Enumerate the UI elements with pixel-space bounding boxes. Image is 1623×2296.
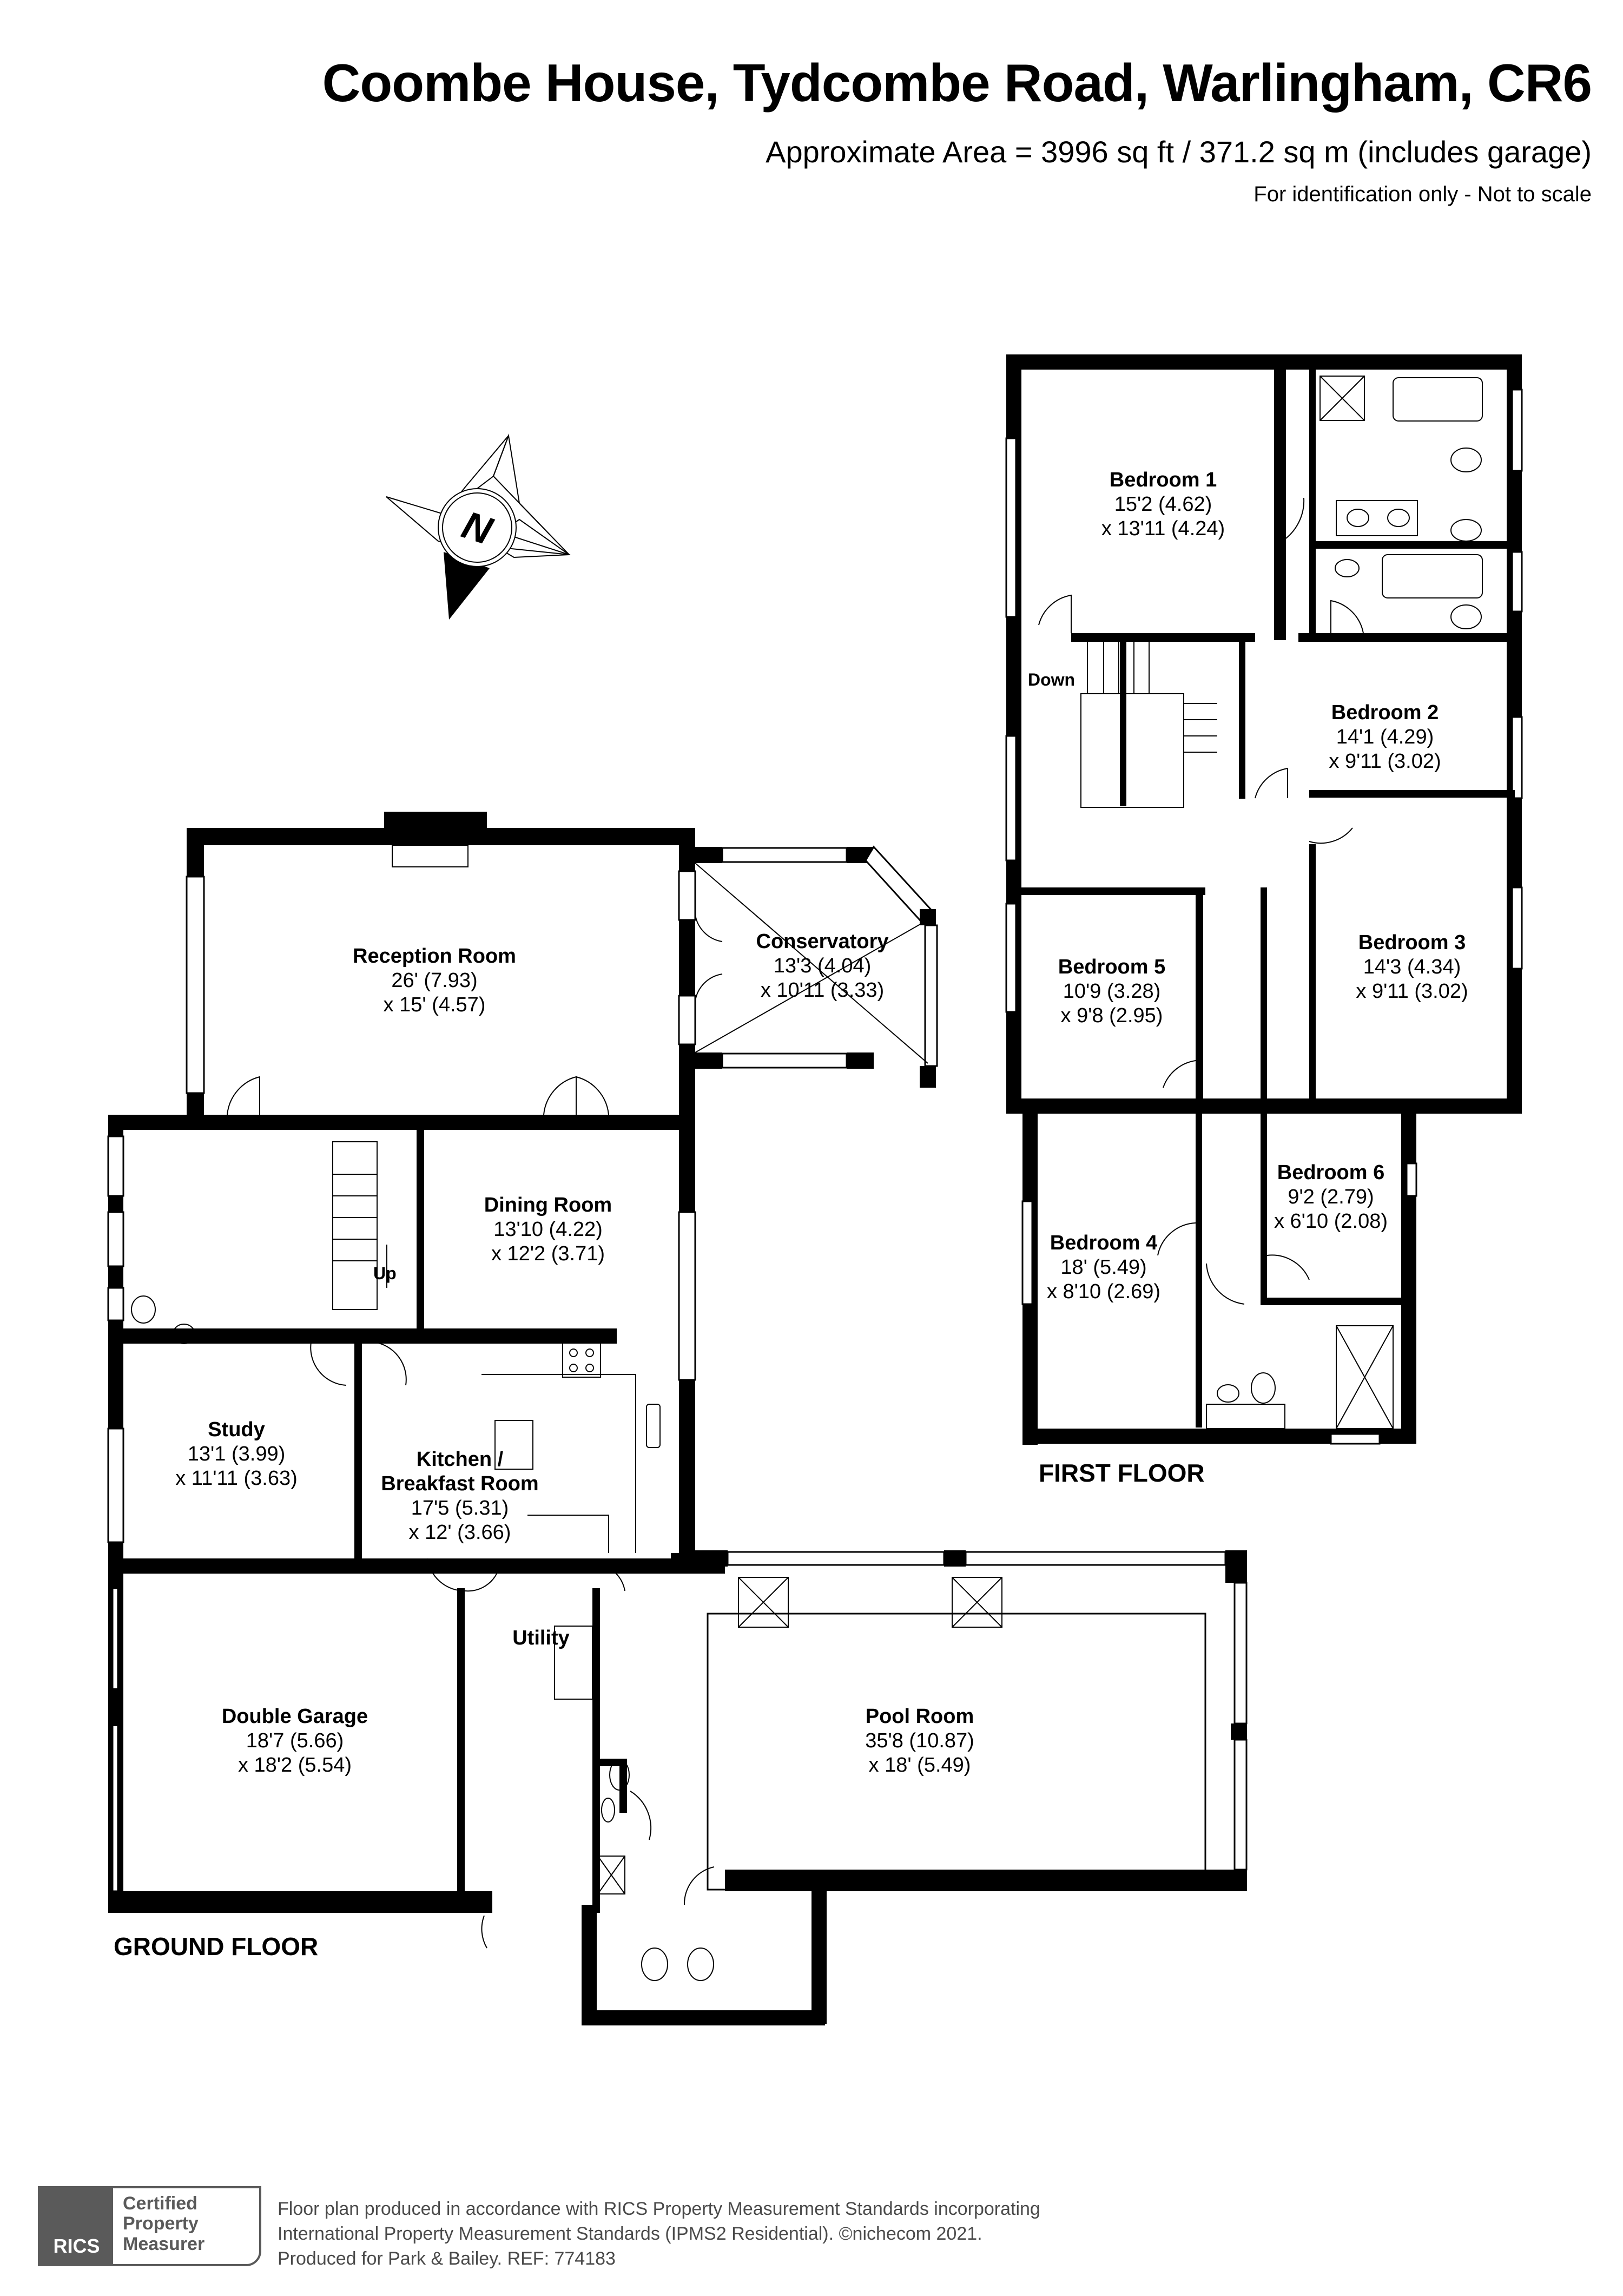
first-floor-label: FIRST FLOOR [1039, 1459, 1205, 1487]
room-bedroom-3: Bedroom 3 14'3 (4.34) x 9'11 (3.02) [1356, 931, 1468, 1003]
page-header: Coombe House, Tydcombe Road, Warlingham,… [322, 54, 1592, 207]
room-study: Study 13'1 (3.99) x 11'11 (3.63) [175, 1418, 298, 1490]
ground-floor-label: GROUND FLOOR [114, 1932, 319, 1961]
room-dining: Dining Room 13'10 (4.22) x 12'2 (3.71) [484, 1194, 612, 1266]
room-pool: Pool Room 35'8 (10.87) x 18' (5.49) [865, 1705, 974, 1777]
room-kitchen: Kitchen / Breakfast Room 17'5 (5.31) x 1… [381, 1448, 539, 1544]
room-bedroom-6: Bedroom 6 9'2 (2.79) x 6'10 (2.08) [1274, 1161, 1388, 1233]
room-bedroom-4: Bedroom 4 18' (5.49) x 8'10 (2.69) [1046, 1232, 1161, 1304]
rics-logo-icon: RICS [40, 2188, 113, 2264]
rics-certified-badge: RICS Certified Property Measurer [38, 2186, 261, 2266]
first-floor-plan [1005, 354, 1523, 1445]
room-bedroom-2: Bedroom 2 14'1 (4.29) x 9'11 (3.02) [1329, 701, 1441, 773]
room-double-garage: Double Garage 18'7 (5.66) x 18'2 (5.54) [221, 1705, 368, 1777]
footer-credits: Floor plan produced in accordance with R… [278, 2199, 1040, 2269]
compass-north-icon: N [386, 433, 571, 620]
room-reception: Reception Room 26' (7.93) x 15' (4.57) [353, 945, 516, 1017]
room-bedroom-5: Bedroom 5 10'9 (3.28) x 9'8 (2.95) [1058, 956, 1166, 1028]
badge-text: Certified Property Measurer [123, 2193, 205, 2254]
footer: RICS Certified Property Measurer Floor p… [38, 2186, 1040, 2272]
property-title: Coombe House, Tydcombe Road, Warlingham,… [322, 53, 1592, 113]
ground-floor-plan [107, 812, 1248, 2025]
room-utility: Utility [512, 1627, 570, 1649]
stairs-down-label: Down [1028, 670, 1076, 689]
approximate-area: Approximate Area = 3996 sq ft / 371.2 sq… [766, 134, 1592, 169]
stairs-up-label: Up [373, 1264, 397, 1283]
scale-disclaimer: For identification only - Not to scale [1253, 182, 1592, 206]
room-conservatory: Conservatory 13'3 (4.04) x 10'11 (3.33) [756, 930, 889, 1002]
room-bedroom-1: Bedroom 1 15'2 (4.62) x 13'11 (4.24) [1101, 469, 1225, 541]
